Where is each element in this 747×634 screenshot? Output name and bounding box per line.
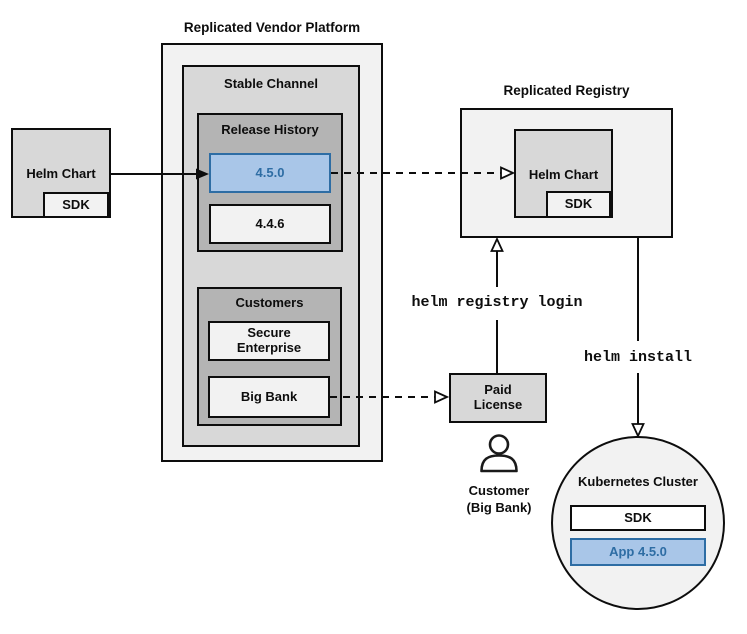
registry-helm-chart-label: Helm Chart <box>528 166 599 182</box>
paid-license-label: Paid License <box>473 382 523 412</box>
source-helm-chart-label: Helm Chart <box>26 165 96 181</box>
vendor-platform-title: Replicated Vendor Platform <box>183 20 361 36</box>
release-history-title: Release History <box>221 121 319 137</box>
paid-license-box: Paid License <box>449 373 547 423</box>
customer-secure-enterprise-box: Secure Enterprise <box>208 321 330 361</box>
release-450-box: 4.5.0 <box>209 153 331 193</box>
release-446-box: 4.4.6 <box>209 204 331 244</box>
cluster-app-box: App 4.5.0 <box>570 538 706 566</box>
person-icon <box>480 434 518 473</box>
source-sdk-box: SDK <box>43 192 109 218</box>
registry-title: Replicated Registry <box>503 83 630 99</box>
helm-install-command: helm install <box>583 349 693 366</box>
customers-title: Customers <box>235 294 304 310</box>
registry-sdk-box: SDK <box>546 191 611 218</box>
customer-big-bank-box: Big Bank <box>208 376 330 418</box>
cluster-sdk-box: SDK <box>570 505 706 531</box>
arrow-registry-to-cluster <box>631 238 645 439</box>
helm-registry-login-command: helm registry login <box>411 294 583 311</box>
customer-org-label: (Big Bank) <box>466 499 532 515</box>
customer-secure-enterprise-label: Secure Enterprise <box>236 325 302 355</box>
customer-name-label: Customer <box>468 482 530 498</box>
stable-channel-title: Stable Channel <box>224 75 318 91</box>
kubernetes-cluster-title: Kubernetes Cluster <box>578 473 698 489</box>
